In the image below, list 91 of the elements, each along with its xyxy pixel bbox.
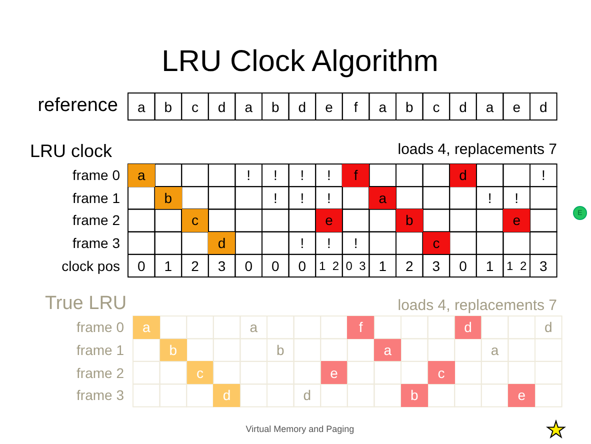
row-label: reference <box>36 94 118 118</box>
page-letter: d <box>544 318 554 338</box>
reference-value: a <box>244 98 254 116</box>
reference-value: d <box>297 98 308 116</box>
page-letter: b <box>154 186 182 210</box>
page-letter: e <box>316 209 342 232</box>
use-mark: ! <box>486 188 493 208</box>
section-heading: True LRU <box>45 292 128 316</box>
clock-position: 3 <box>358 258 367 275</box>
slide-footer: Virtual Memory and Paging <box>180 421 420 437</box>
clock-position: 2 <box>404 256 414 276</box>
clock-position: 0 <box>344 258 354 275</box>
page-letter: e <box>320 361 348 384</box>
reference-value: d <box>216 98 227 116</box>
reference-value: c <box>190 98 200 116</box>
page-letter: c <box>186 361 214 384</box>
reference-value: e <box>512 98 522 116</box>
row-label: frame 1 <box>72 188 120 208</box>
reference-value: a <box>378 98 388 116</box>
clock-position: 2 <box>190 256 200 276</box>
reference-value: f <box>352 98 359 116</box>
use-mark: ! <box>514 188 520 208</box>
page-letter: a <box>374 338 401 362</box>
page-letter: b <box>276 341 286 360</box>
page-letter: c <box>422 232 450 254</box>
slide-title: LRU Clock Algorithm <box>160 44 440 80</box>
page-letter: f <box>347 316 374 339</box>
page-letter: e <box>503 209 530 232</box>
section-heading: LRU clock <box>30 140 114 162</box>
use-mark: ! <box>326 234 332 254</box>
clock-position: 0 <box>136 256 146 276</box>
page-letter: a <box>490 341 500 360</box>
row-label: frame 3 <box>76 386 124 406</box>
reference-value: a <box>484 98 495 116</box>
page-letter: b <box>160 338 187 362</box>
row-label: frame 0 <box>76 318 124 338</box>
row-label: frame 3 <box>72 234 120 254</box>
page-letter: d <box>450 164 476 187</box>
use-mark: ! <box>272 166 278 186</box>
reference-value: b <box>163 98 174 116</box>
reference-value: b <box>270 98 280 116</box>
row-label: clock pos <box>60 256 120 276</box>
row-label: frame 0 <box>72 166 120 186</box>
page-letter: d <box>208 232 236 254</box>
page-letter: c <box>428 361 455 384</box>
reference-value: c <box>432 98 441 116</box>
use-mark: ! <box>272 188 278 208</box>
clock-position: 0 <box>297 256 308 276</box>
reference-value: e <box>324 98 334 116</box>
page-letter: b <box>401 384 428 407</box>
clock-position: 1 <box>378 256 388 276</box>
use-mark: ! <box>299 234 306 254</box>
clock-position: 1 <box>318 258 327 275</box>
use-mark: ! <box>246 166 252 186</box>
clock-position: 0 <box>458 256 468 276</box>
page-letter: e <box>508 384 535 407</box>
row-label: frame 1 <box>76 341 124 360</box>
use-mark: ! <box>352 234 359 254</box>
page-letter: b <box>396 209 423 232</box>
clock-position: 0 <box>244 256 254 276</box>
reference-value: d <box>458 98 468 116</box>
page-letter: a <box>133 316 160 339</box>
clock-position: 1 <box>484 256 495 276</box>
clock-position: 0 <box>270 256 280 276</box>
reference-value: b <box>404 98 414 116</box>
clock-position: 2 <box>518 258 528 275</box>
use-mark: ! <box>299 188 306 208</box>
use-mark: ! <box>326 166 332 186</box>
clock-position: 1 <box>163 256 174 276</box>
page-letter: d <box>454 316 482 339</box>
page-letter: d <box>302 386 312 406</box>
use-mark: ! <box>299 166 306 186</box>
use-mark: ! <box>540 166 546 186</box>
stats-text: loads 4, replacements 7 <box>396 296 557 316</box>
reference-value: d <box>538 98 548 116</box>
page-letter: a <box>369 186 396 210</box>
page-letter: f <box>342 164 370 187</box>
clock-position: 3 <box>216 256 227 276</box>
page-letter: a <box>248 318 258 338</box>
page-letter: d <box>213 384 240 407</box>
page-letter: c <box>182 209 208 232</box>
row-label: frame 2 <box>72 211 120 230</box>
reference-value: a <box>136 98 146 116</box>
clock-position: 1 <box>506 258 514 275</box>
clock-position: 2 <box>331 258 340 275</box>
stats-text: loads 4, replacements 7 <box>396 140 557 160</box>
row-label: frame 2 <box>76 364 124 383</box>
clock-position: 3 <box>538 256 548 276</box>
use-mark: ! <box>326 188 332 208</box>
clock-position: 3 <box>431 256 442 276</box>
page-letter: a <box>128 164 155 187</box>
